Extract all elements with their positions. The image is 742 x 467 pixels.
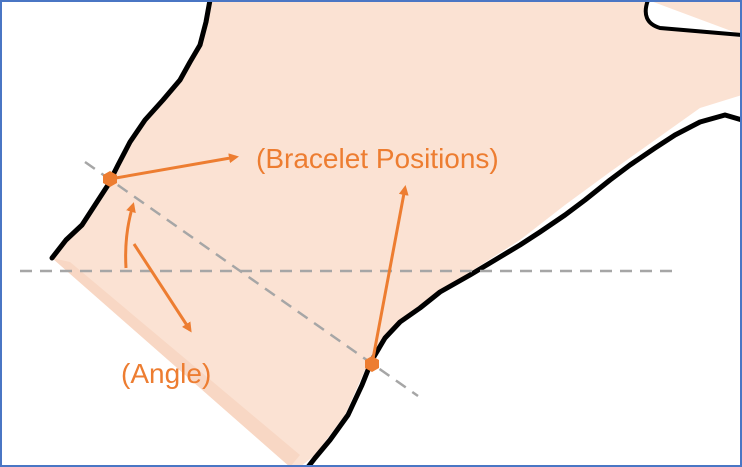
- fingernail-outline: [643, 0, 742, 37]
- angle-arc-icon: [124, 202, 136, 269]
- arm-lower-edge: [52, 258, 300, 467]
- angle-label: (Angle): [121, 358, 212, 389]
- arrow-icon: [132, 243, 192, 333]
- bracelet-positions-label: (Bracelet Positions): [256, 143, 499, 174]
- arrow-icon: [109, 153, 239, 181]
- arrow-icon: [370, 185, 409, 365]
- bracelet-axis-line: [84, 160, 419, 398]
- bracelet-point-icon: [103, 171, 117, 187]
- arm-upper-contour: [49, 0, 213, 261]
- arm-lower-contour: [305, 112, 742, 467]
- bracelet-point-icon: [365, 356, 379, 372]
